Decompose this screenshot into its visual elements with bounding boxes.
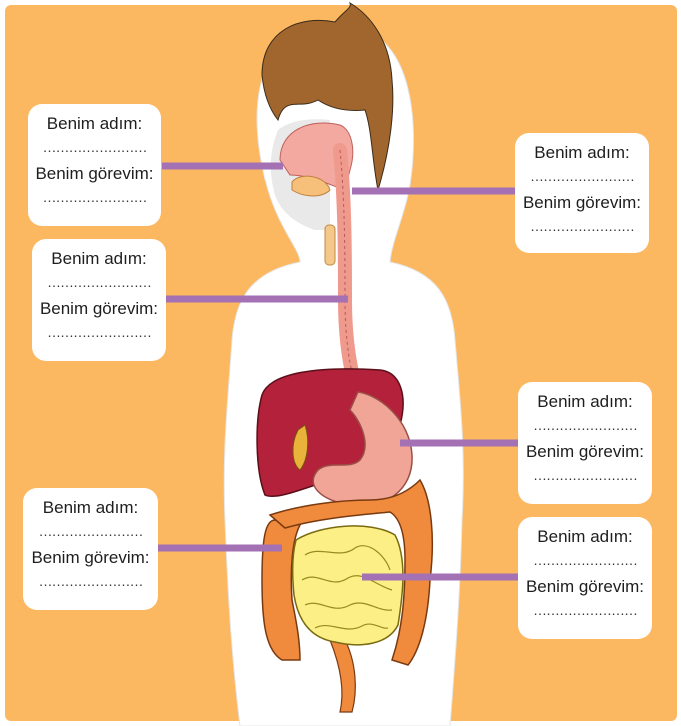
label-card-pharynx: Benim adım: …………………… Benim görevim: ……………	[515, 133, 649, 253]
label-card-stomach: Benim adım: …………………… Benim görevim: ……………	[518, 382, 652, 504]
role-label: Benim görevim:	[515, 193, 649, 213]
name-label: Benim adım:	[23, 498, 158, 518]
name-blank[interactable]: ……………………	[28, 140, 161, 154]
role-label: Benim görevim:	[23, 548, 158, 568]
label-card-esophagus: Benim adım: …………………… Benim görevim: ……………	[32, 239, 166, 361]
name-label: Benim adım:	[518, 527, 652, 547]
name-blank[interactable]: ……………………	[32, 275, 166, 289]
name-label: Benim adım:	[515, 143, 649, 163]
role-blank[interactable]: ……………………	[32, 325, 166, 339]
label-card-mouth: Benim adım: …………………… Benim görevim: ……………	[28, 104, 161, 226]
label-card-large-intestine: Benim adım: …………………… Benim görevim: ……………	[23, 488, 158, 610]
trachea	[325, 225, 335, 265]
role-blank[interactable]: ……………………	[515, 219, 649, 233]
label-card-small-intestine: Benim adım: …………………… Benim görevim: ……………	[518, 517, 652, 639]
small-intestine	[293, 526, 403, 645]
name-blank[interactable]: ……………………	[518, 418, 652, 432]
role-blank[interactable]: ……………………	[28, 190, 161, 204]
name-blank[interactable]: ……………………	[515, 169, 649, 183]
role-blank[interactable]: ……………………	[518, 468, 652, 482]
role-blank[interactable]: ……………………	[518, 603, 652, 617]
role-label: Benim görevim:	[28, 164, 161, 184]
name-label: Benim adım:	[32, 249, 166, 269]
role-label: Benim görevim:	[518, 577, 652, 597]
role-label: Benim görevim:	[518, 442, 652, 462]
role-blank[interactable]: ……………………	[23, 574, 158, 588]
name-label: Benim adım:	[518, 392, 652, 412]
name-blank[interactable]: ……………………	[23, 524, 158, 538]
role-label: Benim görevim:	[32, 299, 166, 319]
name-label: Benim adım:	[28, 114, 161, 134]
name-blank[interactable]: ……………………	[518, 553, 652, 567]
